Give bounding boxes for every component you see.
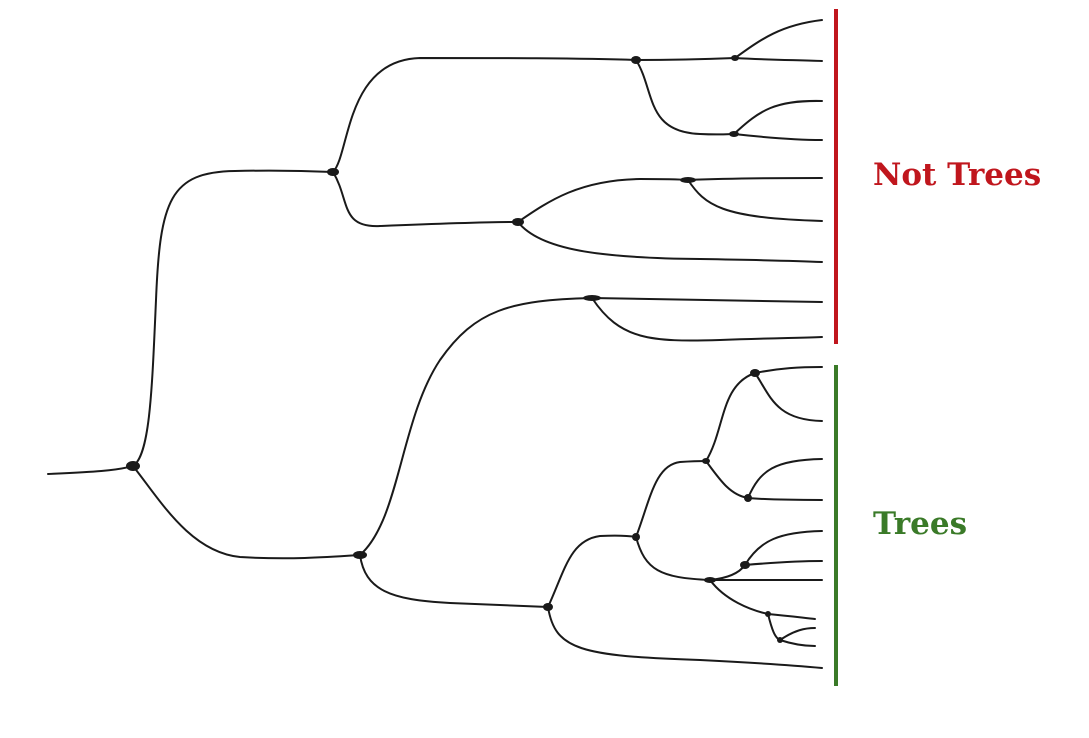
leaf-20 bbox=[547, 606, 823, 669]
branch-lower-clade bbox=[132, 465, 361, 560]
node-755 bbox=[750, 369, 760, 377]
leaf-09 bbox=[591, 297, 823, 342]
node-636b bbox=[632, 533, 640, 541]
leaf-11 bbox=[754, 372, 823, 422]
leaf-14 bbox=[744, 530, 823, 566]
branch-lower-a bbox=[359, 297, 593, 556]
node-518 bbox=[512, 218, 524, 226]
not-trees-label: Not Trees bbox=[873, 157, 1042, 193]
leaf-04 bbox=[733, 133, 823, 141]
leaf-12 bbox=[747, 458, 823, 499]
leaf-15 bbox=[744, 560, 823, 566]
leaf-05 bbox=[687, 177, 823, 181]
trees-label: Trees bbox=[873, 506, 968, 542]
leaf-03 bbox=[733, 99, 823, 135]
branch-node-636-up bbox=[635, 57, 736, 61]
branch-node-636-down bbox=[635, 59, 735, 136]
leaf-10 bbox=[754, 366, 823, 374]
node-748 bbox=[744, 494, 752, 502]
leaf-18 bbox=[779, 627, 816, 641]
leaf-02 bbox=[734, 57, 823, 62]
node-root bbox=[126, 461, 140, 471]
branch-node-706-up bbox=[705, 372, 756, 462]
node-780 bbox=[777, 637, 783, 643]
node-745 bbox=[740, 561, 750, 569]
leaf-01 bbox=[734, 19, 823, 59]
leaf-06 bbox=[687, 179, 823, 222]
branch-node-710-up bbox=[709, 564, 746, 581]
branch-lower-b bbox=[359, 554, 549, 608]
node-636 bbox=[631, 56, 641, 64]
root-branch bbox=[47, 465, 134, 475]
node-548 bbox=[543, 603, 553, 611]
node-735 bbox=[731, 55, 739, 61]
leaf-07 bbox=[517, 221, 823, 263]
branch-upper-b bbox=[332, 171, 519, 228]
leaf-17 bbox=[767, 613, 816, 620]
branch-upper-clade bbox=[132, 169, 334, 467]
leaf-19 bbox=[779, 639, 816, 647]
node-592 bbox=[583, 295, 601, 301]
node-768 bbox=[765, 611, 771, 617]
leaf-13 bbox=[747, 497, 823, 501]
branch-upper-a bbox=[332, 57, 637, 173]
branch-node-710-down bbox=[709, 579, 769, 615]
branch-node-548-up bbox=[547, 534, 637, 608]
node-lower bbox=[353, 551, 367, 559]
node-706 bbox=[702, 458, 710, 464]
branch-node-518-up bbox=[517, 178, 689, 223]
branch-node-768-down bbox=[767, 613, 781, 641]
branch-node-636b-down bbox=[635, 536, 711, 581]
node-734 bbox=[729, 131, 739, 137]
node-upper bbox=[327, 168, 339, 176]
branch-node-636b-up bbox=[635, 460, 707, 538]
node-688 bbox=[680, 177, 696, 183]
node-710 bbox=[704, 577, 716, 583]
branch-node-706-down bbox=[705, 460, 749, 499]
leaf-08 bbox=[591, 297, 823, 303]
branch-nodes bbox=[126, 55, 783, 643]
